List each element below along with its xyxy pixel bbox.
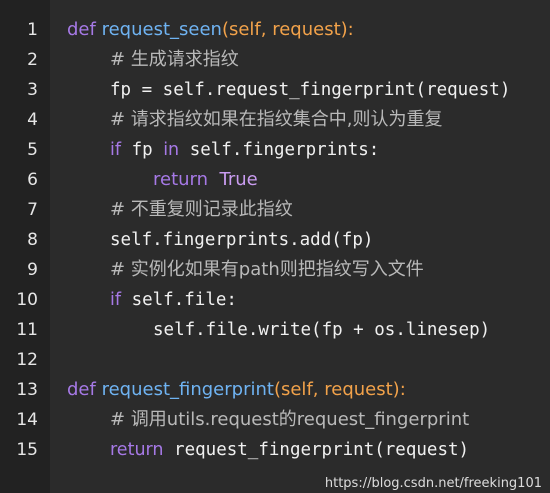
code-line-3: fp = self.request_fingerprint(request) <box>110 80 511 100</box>
line-number: 5 <box>27 140 38 160</box>
punctuation: ): <box>340 19 354 40</box>
line-number: 1 <box>27 20 38 40</box>
punctuation: , <box>312 379 325 400</box>
code-line-7: # 不重复则记录此指纹 <box>110 199 293 220</box>
code-line-1: def request_seen(self, request): <box>67 15 354 45</box>
keyword: in <box>163 140 180 160</box>
punctuation: ( <box>221 19 229 40</box>
function-name: request_fingerprint <box>101 379 274 400</box>
line-number: 13 <box>16 380 38 400</box>
punctuation: ): <box>392 379 406 400</box>
code-line-14: # 调用utils.request的request_fingerprint <box>110 409 470 430</box>
code-text: request_fingerprint(request) <box>163 440 470 460</box>
line-number: 3 <box>27 80 38 100</box>
parameter: self <box>280 379 313 400</box>
watermark: https://blog.csdn.net/freeking101 <box>324 476 542 491</box>
line-number: 15 <box>16 440 38 460</box>
line-number: 10 <box>16 290 38 310</box>
line-number: 2 <box>27 50 38 70</box>
line-number: 14 <box>16 410 38 430</box>
keyword: def <box>67 19 96 40</box>
code-line-10: if self.file: <box>110 285 237 315</box>
line-number: 8 <box>27 230 38 250</box>
code-line-2: # 生成请求指纹 <box>110 49 239 70</box>
code-line-5: if fp in self.fingerprints: <box>110 135 379 165</box>
parameter: request <box>324 379 393 400</box>
code-line-4: # 请求指纹如果在指纹集合中,则认为重复 <box>110 109 443 130</box>
code-text: self.file: <box>121 290 237 310</box>
punctuation: ( <box>273 379 281 400</box>
code-line-6: return True <box>153 165 258 195</box>
line-number: 4 <box>27 110 38 130</box>
keyword: return <box>110 440 164 460</box>
parameter: request <box>272 19 341 40</box>
parameter: self <box>228 19 261 40</box>
punctuation: , <box>260 19 273 40</box>
line-number-gutter: 1 2 3 4 5 6 7 8 9 10 11 12 13 14 15 <box>0 0 50 493</box>
code-line-15: return request_fingerprint(request) <box>110 435 469 465</box>
code-text: fp <box>121 140 164 160</box>
boolean-literal: True <box>219 169 258 190</box>
code-line-11: self.file.write(fp + os.linesep) <box>153 320 491 340</box>
line-number: 6 <box>27 170 38 190</box>
line-number: 11 <box>16 320 38 340</box>
code-line-13: def request_fingerprint(self, request): <box>67 375 406 405</box>
function-name: request_seen <box>101 19 222 40</box>
line-number: 12 <box>16 350 38 370</box>
code-line-8: self.fingerprints.add(fp) <box>110 230 374 250</box>
keyword: return <box>153 169 209 190</box>
code-text: self.fingerprints: <box>179 140 380 160</box>
line-number: 7 <box>27 200 38 220</box>
code-line-9: # 实例化如果有path则把指纹写入文件 <box>110 259 424 280</box>
keyword: if <box>110 290 122 310</box>
keyword: def <box>67 379 96 400</box>
line-number: 9 <box>27 260 38 280</box>
keyword: if <box>110 140 122 160</box>
